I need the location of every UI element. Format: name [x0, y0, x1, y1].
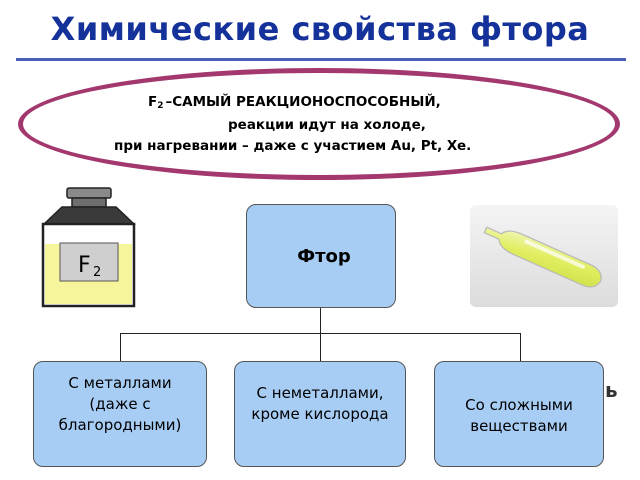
metals-line: благородными) — [58, 416, 182, 434]
note-line-2: реакции идут на холоде, — [228, 117, 426, 133]
connector-middle — [320, 333, 321, 363]
reagent-jar-icon: F 2 — [41, 187, 136, 308]
clipped-text-fragment: ь — [605, 378, 618, 402]
jar-label-subscript: 2 — [93, 265, 101, 280]
note-formula: F — [148, 94, 158, 110]
metals-text: С металлами (даже с благородными) — [33, 373, 207, 436]
metals-box — [33, 361, 207, 467]
nonmetals-line: С неметаллами, — [256, 384, 384, 402]
metals-line: (даже с — [89, 395, 151, 413]
nonmetals-text: С неметаллами, кроме кислорода — [234, 383, 406, 425]
nonmetals-box — [234, 361, 406, 467]
fluorine-label: Фтор — [297, 246, 351, 267]
complex-substances-text: Со сложными веществами — [434, 395, 604, 437]
connector-stem — [320, 308, 321, 334]
nonmetals-line: кроме кислорода — [251, 405, 389, 423]
note-line-3: при нагревании – даже с участием Au, Pt,… — [114, 138, 472, 154]
connector-right — [520, 333, 521, 363]
complex-substances-box — [434, 361, 604, 467]
metals-line: С металлами — [68, 374, 172, 392]
connector-left — [120, 333, 121, 363]
fluorine-box — [246, 204, 396, 308]
fluorine-ampoule-image — [470, 205, 618, 307]
note-formula-subscript: 2 — [157, 101, 164, 111]
slide-title: Химические свойства фтора — [50, 10, 590, 48]
complex-line: веществами — [470, 417, 568, 435]
complex-line: Со сложными — [465, 396, 573, 414]
note-line-1-text: –САМЫЙ РЕАКЦИОНОСПОСОБНЫЙ, — [165, 94, 441, 110]
jar-label: F — [78, 253, 91, 278]
note-line-1: F2–САМЫЙ РЕАКЦИОНОСПОСОБНЫЙ, — [148, 94, 441, 111]
title-underline — [16, 58, 626, 61]
note-ellipse — [18, 68, 620, 180]
